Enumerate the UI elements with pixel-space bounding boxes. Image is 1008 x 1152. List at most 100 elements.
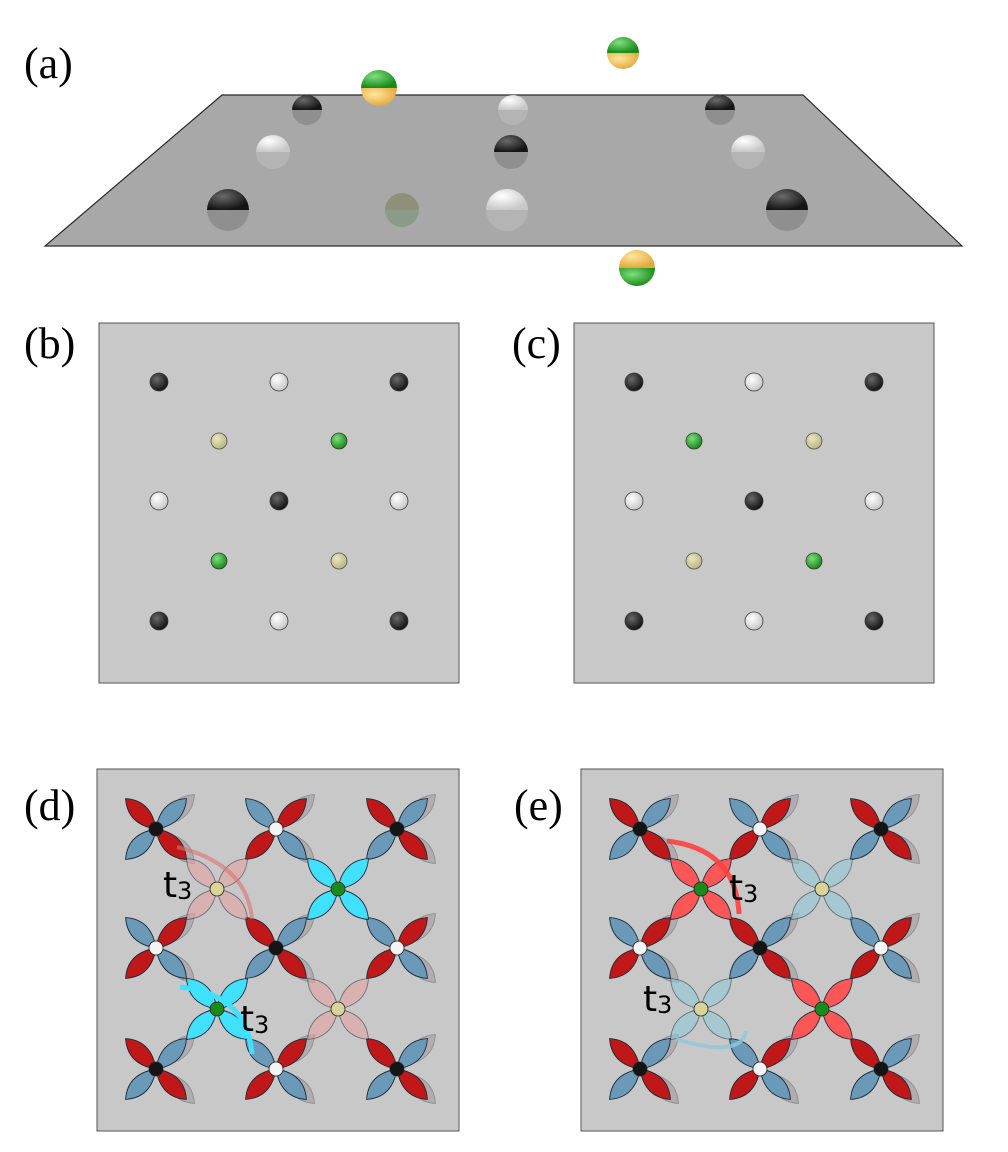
hopping-label-sub: 3 <box>177 877 192 905</box>
atom-black <box>744 491 764 511</box>
atom-black <box>389 611 409 631</box>
panel-label-c: (c) <box>512 319 561 368</box>
hopping-label-sub: 3 <box>743 880 758 908</box>
orbital-center <box>389 940 405 956</box>
atom-black <box>624 372 644 392</box>
orbital-lobe <box>670 1008 702 1040</box>
orbital-lobe <box>396 1038 428 1070</box>
atom-white <box>624 491 644 511</box>
orbital-center <box>148 940 164 956</box>
hopping-path <box>675 1030 748 1050</box>
atom-black <box>292 95 322 125</box>
orbital-lobe <box>125 828 157 860</box>
orbital-center <box>389 1061 405 1077</box>
atom-black <box>864 611 884 631</box>
orbital-lobe <box>307 858 339 890</box>
atom-white <box>744 372 764 392</box>
atom-black <box>766 189 808 231</box>
orbital-center <box>330 1001 346 1017</box>
orbital-lobe <box>307 1008 339 1040</box>
orbital-lobe <box>880 917 912 949</box>
panel-label-e: (e) <box>514 781 563 830</box>
atom-white <box>744 611 764 631</box>
orbital-lobe <box>850 1068 882 1100</box>
orbital-lobe <box>396 947 428 979</box>
orbital-green-site <box>307 858 369 920</box>
orbital-lobe <box>821 858 853 890</box>
hopping-label: t <box>643 979 657 1020</box>
orbital-lobe <box>337 1008 369 1040</box>
orbital-yellow-site <box>670 978 732 1040</box>
lattice-plane <box>43 94 964 247</box>
orbital-lobe <box>275 1038 307 1070</box>
orbital-lobe <box>186 858 218 890</box>
orbital-lobe <box>670 888 702 920</box>
atom-black <box>149 611 169 631</box>
atom-black <box>149 372 169 392</box>
orbital-yellow-site <box>791 858 853 920</box>
orbital-lobe <box>216 888 248 920</box>
hopping-path <box>179 984 255 1055</box>
orbital-lobe <box>275 828 307 860</box>
hopping-label-sub: 3 <box>657 991 672 1019</box>
orbital-center <box>814 881 830 897</box>
atom-black <box>705 95 735 125</box>
orbital-center <box>693 1001 709 1017</box>
orbital-lobe <box>700 1008 732 1040</box>
orbital-lobe <box>880 828 912 860</box>
orbital-lobe <box>275 1068 307 1100</box>
orbital-lobe <box>670 858 702 890</box>
orbital-lobe <box>275 798 307 830</box>
orbital-lobe <box>791 888 823 920</box>
orbital-green-site <box>791 978 853 1040</box>
adatom-above <box>361 70 397 106</box>
orbital-black-site <box>850 1034 920 1104</box>
orbital-lobe <box>155 798 187 830</box>
orbital-center <box>752 1061 768 1077</box>
orbital-lobe <box>759 1068 791 1100</box>
orbital-lobe <box>245 1068 277 1100</box>
panel-label-b: (b) <box>24 319 76 368</box>
orbital-black-site <box>366 1034 436 1104</box>
orbital-center <box>209 881 225 897</box>
hopping-label: t <box>163 865 177 906</box>
orbital-lobe <box>609 917 641 949</box>
atom-black <box>864 372 884 392</box>
orbital-lobe <box>337 888 369 920</box>
orbital-lobe <box>880 1038 912 1070</box>
orbital-lobe <box>821 978 853 1010</box>
orbital-lobe <box>609 947 641 979</box>
orbital-lobe <box>759 828 791 860</box>
orbital-lobe <box>759 947 791 979</box>
atom-white <box>498 95 528 125</box>
hopping-path <box>666 838 742 915</box>
atom-white <box>731 135 765 169</box>
orbital-lobe <box>186 888 218 920</box>
orbital-lobe <box>609 1038 641 1070</box>
orbital-center <box>632 821 648 837</box>
atom-yellow <box>685 552 703 570</box>
atom-white <box>389 491 409 511</box>
orbital-lobe <box>821 888 853 920</box>
orbital-center <box>268 940 284 956</box>
orbital-black-site <box>609 1034 679 1104</box>
panel-label-a: (a) <box>24 39 73 88</box>
atom-white <box>269 611 289 631</box>
orbital-lobe <box>639 1068 671 1100</box>
atom-black <box>207 189 249 231</box>
orbital-lobe <box>125 917 157 949</box>
orbital-lobe <box>791 1008 823 1040</box>
orbital-lobe <box>670 978 702 1010</box>
orbital-center <box>209 1001 225 1017</box>
orbital-lobe <box>759 917 791 949</box>
orbital-lobe <box>307 978 339 1010</box>
orbital-black-site <box>850 794 920 864</box>
orbital-white-site <box>245 794 315 864</box>
hopping-label: t <box>240 999 254 1040</box>
orbital-white-site <box>729 794 799 864</box>
atom-yellow <box>330 552 348 570</box>
orbital-center <box>148 1061 164 1077</box>
orbital-white-site <box>850 913 920 983</box>
orbital-black-site <box>245 913 315 983</box>
orbital-center <box>148 821 164 837</box>
